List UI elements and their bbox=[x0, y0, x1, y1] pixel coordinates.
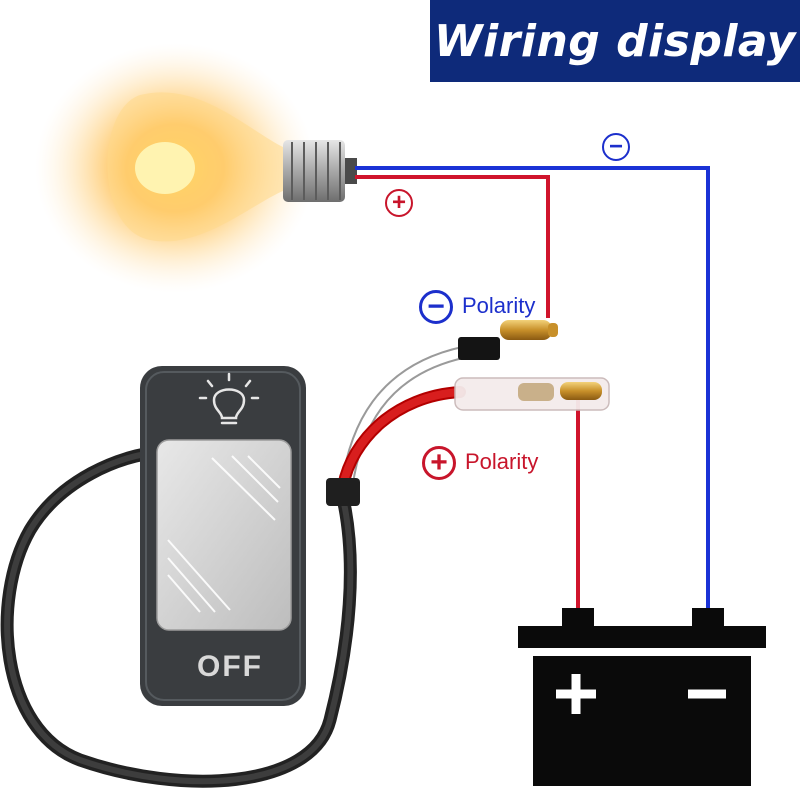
rocker-switch bbox=[140, 366, 306, 706]
positive-polarity-label: Polarity bbox=[465, 449, 539, 474]
positive-bullet bbox=[518, 383, 554, 401]
bulb-contact bbox=[345, 158, 357, 184]
negative-bullet bbox=[500, 320, 552, 340]
battery-body bbox=[533, 656, 751, 786]
switch-lamp-icon bbox=[198, 372, 260, 425]
negative-polarity-sign: − bbox=[419, 290, 453, 324]
positive-wire-sign: + bbox=[385, 189, 413, 217]
switch-body-bezel bbox=[145, 371, 301, 701]
negative-sleeve bbox=[458, 337, 500, 360]
bulb-threads bbox=[291, 142, 341, 200]
positive-wire-bulb bbox=[355, 175, 550, 318]
cable-sheath-end bbox=[326, 478, 360, 506]
negative-connector bbox=[458, 320, 558, 360]
negative-wire-sign: − bbox=[602, 133, 630, 161]
rocker-highlight-bottom bbox=[167, 539, 231, 613]
page-title: Wiring display bbox=[434, 15, 796, 67]
negative-wire bbox=[355, 166, 710, 612]
battery-icon bbox=[518, 608, 766, 786]
battery-plus-symbol bbox=[556, 674, 596, 714]
negative-polarity-label: Polarity bbox=[462, 293, 536, 318]
title-banner: Wiring display bbox=[430, 0, 800, 82]
positive-connector bbox=[454, 377, 610, 411]
battery-lid bbox=[518, 626, 766, 648]
positive-polarity-sign: + bbox=[422, 446, 456, 480]
negative-bullet-tip bbox=[548, 323, 558, 337]
bulb-filament bbox=[135, 142, 195, 194]
red-wire-core bbox=[339, 388, 464, 490]
switch-off-label: OFF bbox=[197, 650, 263, 683]
rocker-highlight-top bbox=[211, 455, 281, 521]
positive-bullet-tip bbox=[560, 382, 602, 400]
light-bulb bbox=[35, 43, 357, 293]
bulb-base bbox=[283, 140, 345, 202]
bulb-glass bbox=[107, 92, 285, 242]
switch-cable-outline bbox=[4, 449, 354, 785]
